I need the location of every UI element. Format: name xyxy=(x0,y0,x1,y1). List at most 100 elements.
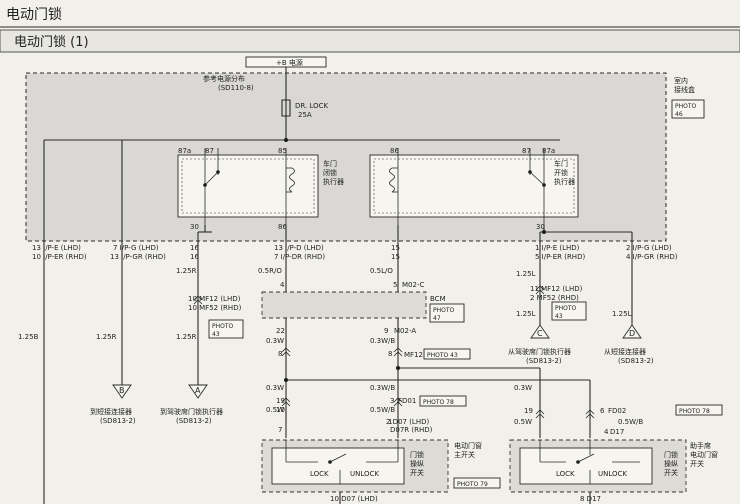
conn-c6-lhd: 1 I/P-E (LHD) xyxy=(535,244,580,252)
photo-78-a-box xyxy=(419,395,467,407)
photo-43-a-box xyxy=(208,319,244,339)
driver-side-label-1: 电动门窗 xyxy=(454,441,482,450)
bottom-d17-label: 8 D17 xyxy=(580,495,601,503)
gauge-w5: 0.5L/O xyxy=(370,267,393,275)
gauge-w4: 0.5R/O xyxy=(258,267,282,275)
connector-B-letter: B xyxy=(119,386,125,395)
conn-c1-lhd: 13 I/P-E (LHD) xyxy=(32,244,81,252)
fd01-pin-19: 19 xyxy=(276,397,285,405)
gauge-w2: 1.25R xyxy=(96,333,117,341)
bcm-m02c: M02-C xyxy=(402,281,424,289)
connector-B-caption: 到短接连接器 xyxy=(90,407,132,416)
gauge-w17: 0.5W/B xyxy=(618,418,643,426)
d07-pin-7: 7 xyxy=(278,426,282,434)
close-relay-label-1: 车门 xyxy=(323,159,337,168)
connector-B-code: (SD813-2) xyxy=(100,417,136,425)
pin-87a-open: 87a xyxy=(542,147,555,155)
passenger-switch-label-3: 开关 xyxy=(664,468,678,477)
conn-c5-b: 15 xyxy=(391,253,400,261)
bcm-pin-9: 9 xyxy=(384,327,388,335)
mf12-b-rhd: 2 MF52 (RHD) xyxy=(530,294,579,302)
pin-87-open: 87 xyxy=(522,147,531,155)
conn-c6-rhd: 5 I/P-ER (RHD) xyxy=(535,253,585,261)
fd01-label: FD01 xyxy=(398,397,416,405)
pin-86-top: 86 xyxy=(390,147,399,155)
driver-unlock-label: UNLOCK xyxy=(350,470,379,478)
gauge-w3-upper: 1.25R xyxy=(176,267,197,275)
passenger-lock-switch xyxy=(519,447,653,485)
passenger-switch-label-2: 操纵 xyxy=(664,459,678,468)
fuse-symbol xyxy=(281,99,291,117)
gauge-w11: 0.3W xyxy=(266,384,284,392)
conn-c4-lhd: 13 I/P-D (LHD) xyxy=(274,244,324,252)
conn-c2-rhd: 13 I/P-GR (RHD) xyxy=(110,253,166,261)
photo-78-b: PHOTO 78 xyxy=(679,408,710,415)
gauge-w16: 0.5W xyxy=(514,418,532,426)
pin-85: 85 xyxy=(278,147,287,155)
open-relay-label-2: 开锁 xyxy=(554,168,568,177)
page-title: 电动门锁 (1) xyxy=(14,34,89,50)
photo-47-l1: PHOTO xyxy=(433,307,455,314)
connector-D-code: (SD813-2) xyxy=(618,357,654,365)
open-relay-box xyxy=(369,154,579,218)
connector-A-code: (SD813-2) xyxy=(176,417,212,425)
open-relay-label-3: 执行器 xyxy=(554,177,575,186)
conn-c1-rhd: 10 I/P-ER (RHD) xyxy=(32,253,87,261)
photo-43-a-l2: 43 xyxy=(212,331,220,338)
fuse-rating: 25A xyxy=(298,111,312,119)
mf12-b-lhd: 11 MF12 (LHD) xyxy=(530,285,583,293)
bcm-pin-5: 5 xyxy=(393,281,397,289)
driver-switch-label-1: 门锁 xyxy=(410,450,424,459)
bcm-m02a: M02-A xyxy=(394,327,416,335)
gauge-w9: 0.3W xyxy=(266,337,284,345)
d07-lhd: 2 D07 (LHD) xyxy=(386,418,429,426)
gauge-w8: 1.25L xyxy=(612,310,632,318)
gauge-w7: 1.25L xyxy=(516,310,536,318)
fd02-pin-6: 6 xyxy=(600,407,605,415)
driver-side-label-2: 主开关 xyxy=(454,450,475,459)
photo-47-box xyxy=(429,303,465,323)
d07-pin-1: 1 xyxy=(388,418,392,426)
bcm-box xyxy=(261,291,427,319)
connector-C-letter: C xyxy=(537,329,543,338)
driver-switch-label-3: 开关 xyxy=(410,468,424,477)
photo-43-b-l2: 43 xyxy=(555,313,563,320)
junction-box-label-line2: 接线盒 xyxy=(674,85,695,94)
connector-A-letter: A xyxy=(195,386,201,395)
connector-D-triangle xyxy=(622,324,642,339)
photo-46-line2: 46 xyxy=(675,111,683,118)
page-header: 电动门锁 xyxy=(6,7,62,23)
conn-c7-rhd: 4 I/P-GR (RHD) xyxy=(626,253,678,261)
connector-D-caption: 从短接连接器 xyxy=(604,347,646,356)
fd02-label: FD02 xyxy=(608,407,626,415)
connector-B-triangle xyxy=(112,384,132,399)
connector-D-letter: D xyxy=(629,329,635,338)
mf12-pin-8b: 8 xyxy=(388,350,392,358)
connector-C-triangle xyxy=(530,324,550,339)
passenger-switch-label-1: 门锁 xyxy=(664,450,678,459)
gauge-w6: 1.25L xyxy=(516,270,536,278)
close-relay-box xyxy=(177,154,319,218)
photo-43-b-box xyxy=(551,301,587,321)
passenger-lock-label: LOCK xyxy=(556,470,575,478)
connector-C-caption: 从驾驶席门锁执行器 xyxy=(508,347,571,356)
connector-A-caption: 到驾驶席门锁执行器 xyxy=(160,407,223,416)
mf12-label: MF12 xyxy=(404,351,423,359)
close-relay-label-3: 执行器 xyxy=(323,177,344,186)
passenger-side-label-1: 助手席 xyxy=(690,441,711,450)
pin-87-close: 87 xyxy=(205,147,214,155)
passenger-unlock-label: UNLOCK xyxy=(598,470,627,478)
gauge-w10: 0.3W/B xyxy=(370,337,395,345)
mf12-pin-8: 8 xyxy=(278,350,282,358)
power-ref-label: 参考电源分布 xyxy=(203,74,245,83)
d17-label: D17 xyxy=(610,428,624,436)
conn-c3-b: 16 xyxy=(190,253,199,261)
gauge-w1: 1.25B xyxy=(18,333,39,341)
fuse-name: DR. LOCK xyxy=(295,102,329,110)
fd01-pin-3: 3 xyxy=(390,397,394,405)
photo-43-b-l1: PHOTO xyxy=(555,305,577,312)
gauge-w13: 0.3W xyxy=(514,384,532,392)
photo-43-a-l1: PHOTO xyxy=(212,323,234,330)
bottom-d07-label: 10 D07 (LHD) xyxy=(330,495,378,503)
